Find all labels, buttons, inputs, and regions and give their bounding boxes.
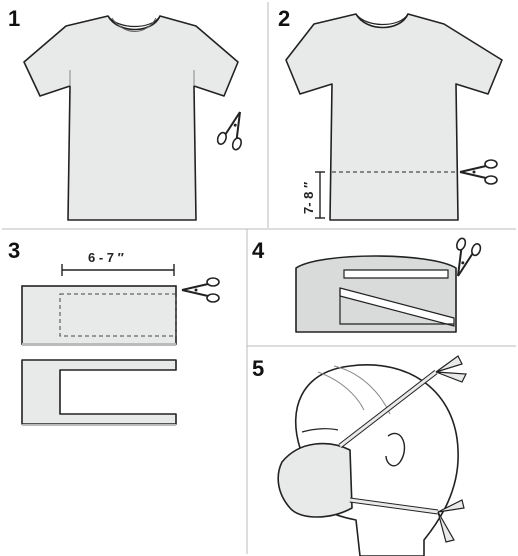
step-5-head-with-mask	[277, 355, 467, 556]
step-2-tshirt: 7- 8 ″	[285, 13, 503, 221]
step-2-number: 2	[278, 6, 291, 31]
scissors-icon	[181, 277, 220, 303]
step-3-measure: 6 - 7 ″	[88, 250, 124, 265]
step-3-number: 3	[8, 238, 21, 263]
step-5-number: 5	[252, 356, 265, 381]
step-1-tshirt	[23, 15, 239, 221]
step-4-band	[295, 255, 457, 333]
step-4-number: 4	[252, 238, 265, 263]
step-3-cut-strip	[21, 359, 177, 426]
step-3-fabric-strip: 6 - 7 ″	[21, 250, 177, 346]
step-2-measure: 7- 8 ″	[301, 182, 316, 214]
scissors-icon	[215, 106, 253, 152]
step-1-number: 1	[8, 6, 21, 31]
scissors-icon	[459, 159, 498, 185]
